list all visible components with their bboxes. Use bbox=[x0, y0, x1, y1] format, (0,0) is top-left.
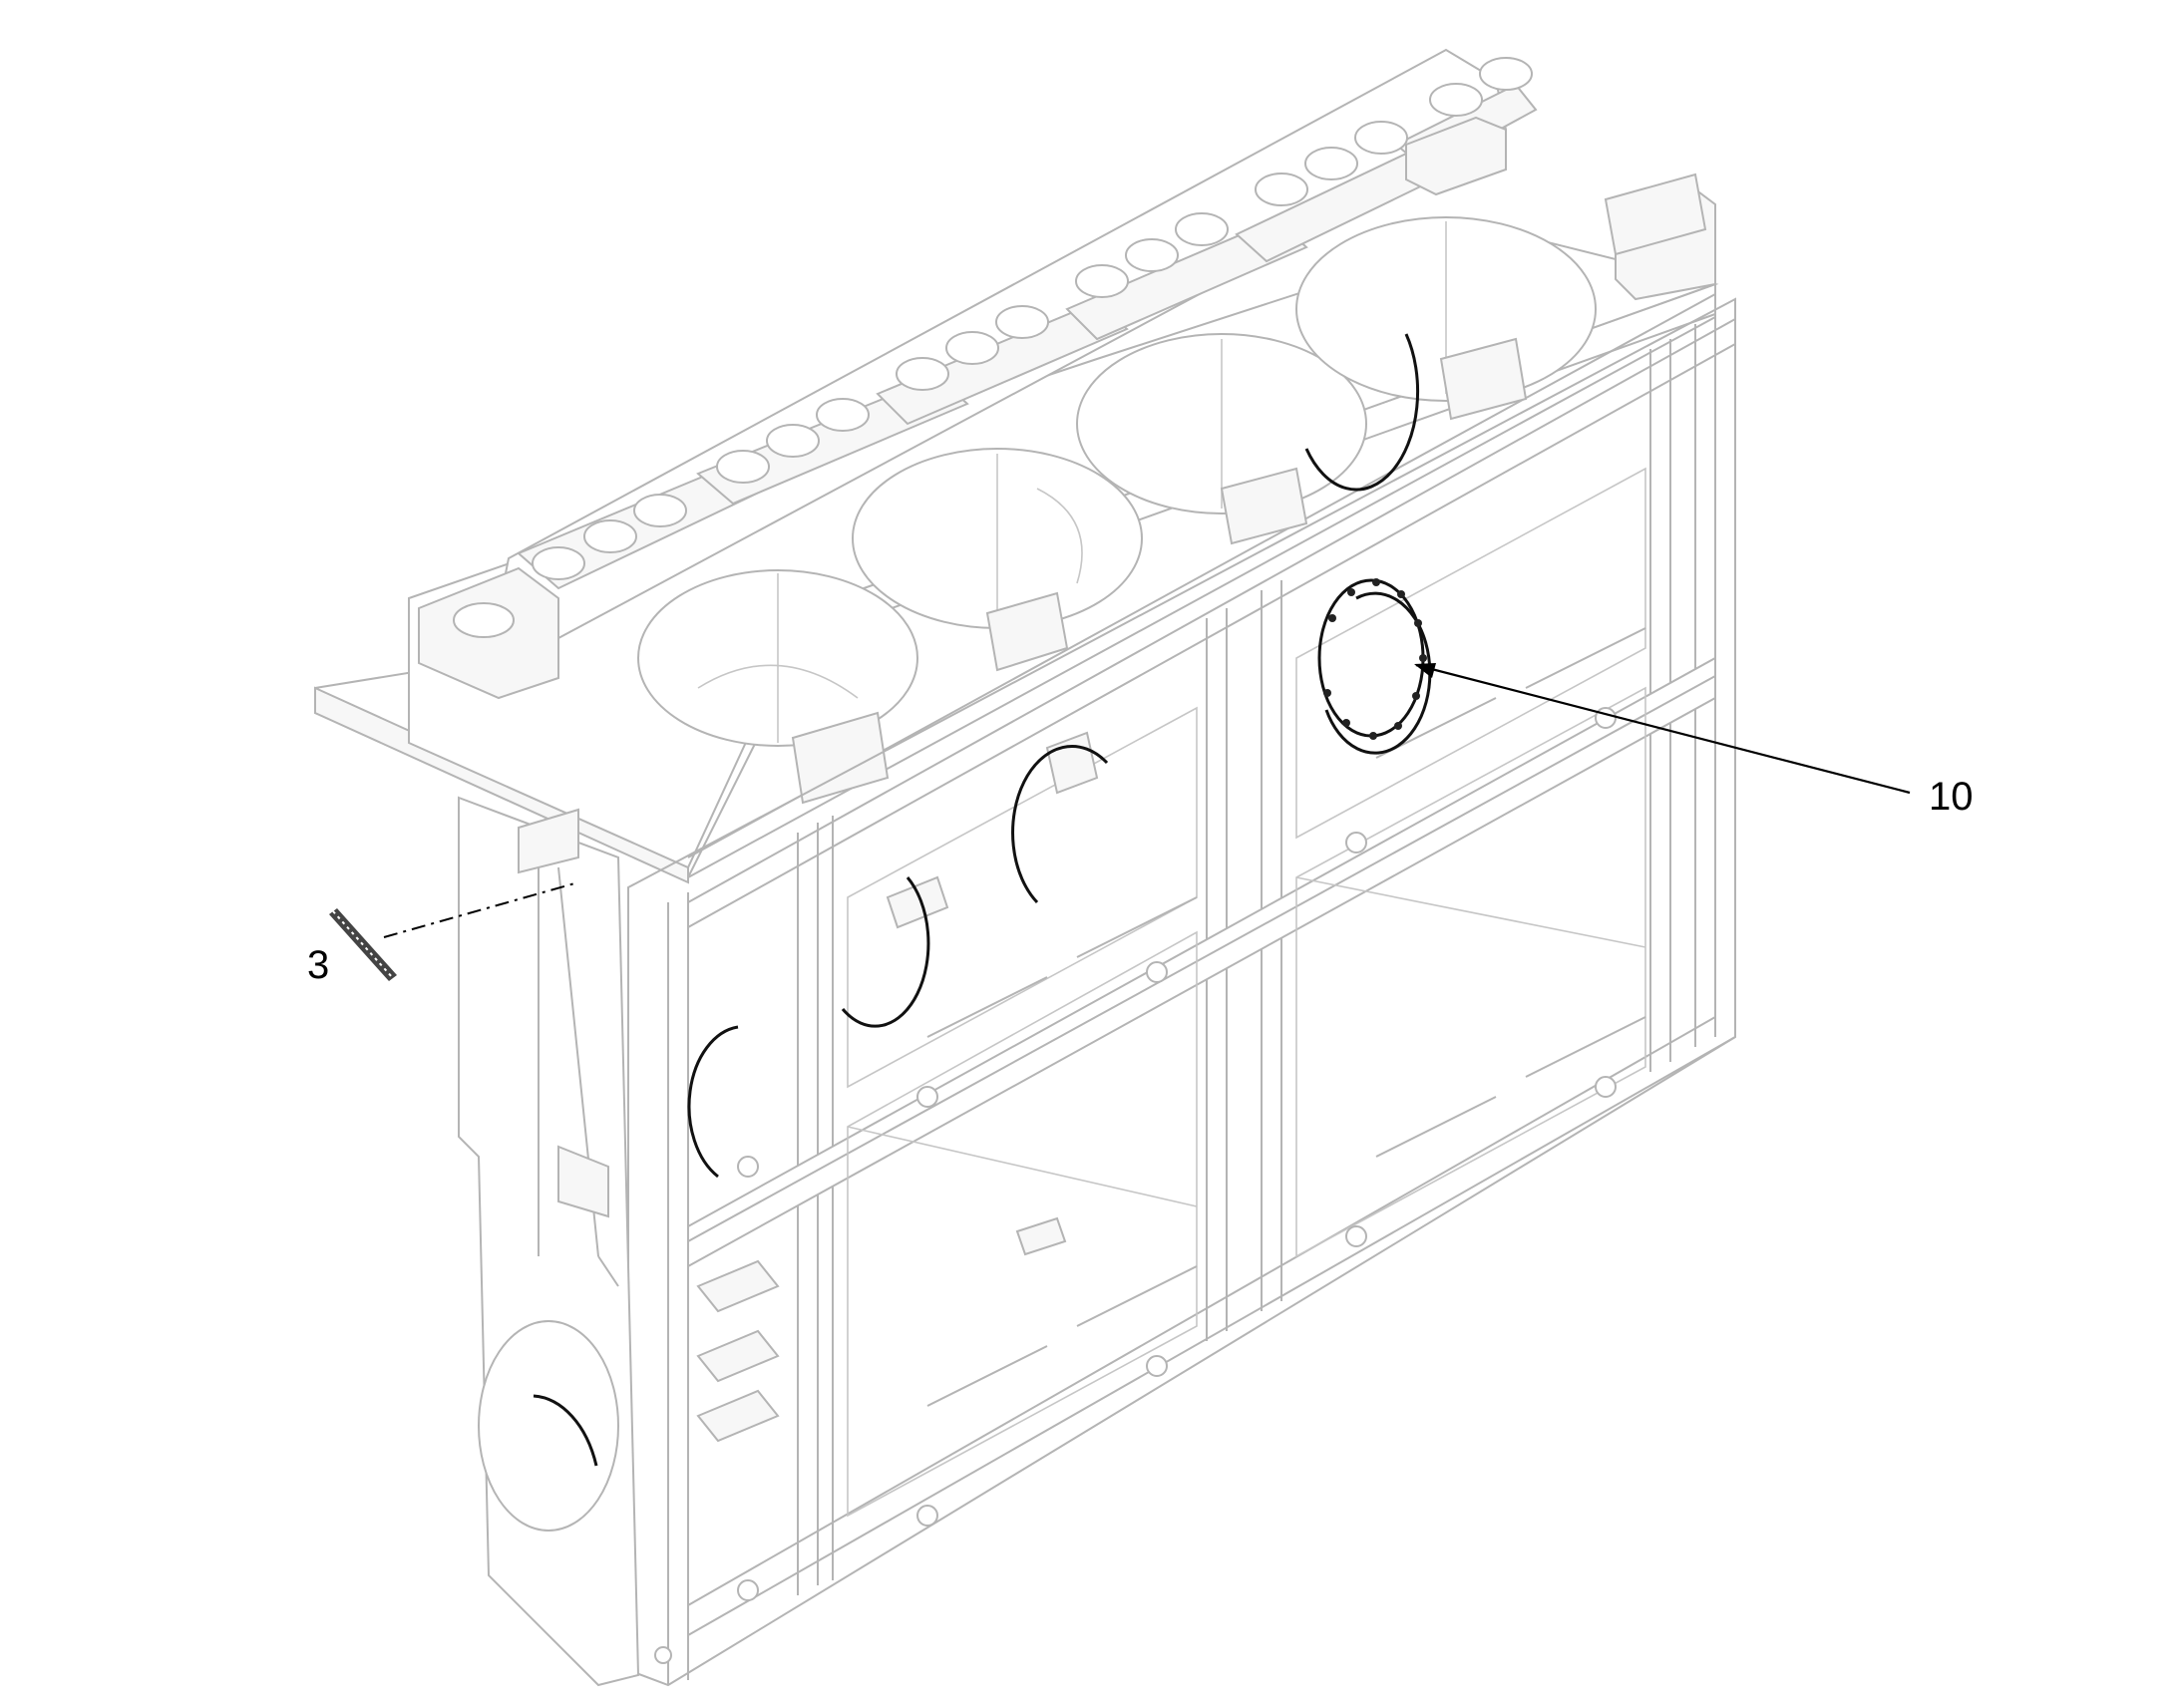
head-pads bbox=[791, 172, 1707, 805]
manifold-housings bbox=[418, 48, 1716, 700]
main-frame bbox=[627, 297, 1736, 1687]
gasket-highlight bbox=[1317, 578, 1427, 740]
leader-line-10 bbox=[1415, 663, 1911, 795]
part-3-gasket-strip bbox=[329, 908, 397, 981]
callout-3: 3 bbox=[307, 943, 330, 987]
callout-10: 10 bbox=[1929, 775, 1974, 819]
access-cover-gaskets bbox=[533, 333, 1432, 1467]
leader-arrowhead-10 bbox=[1414, 663, 1436, 678]
leader-line-3 bbox=[383, 881, 579, 938]
left-end-panel bbox=[458, 796, 672, 1687]
